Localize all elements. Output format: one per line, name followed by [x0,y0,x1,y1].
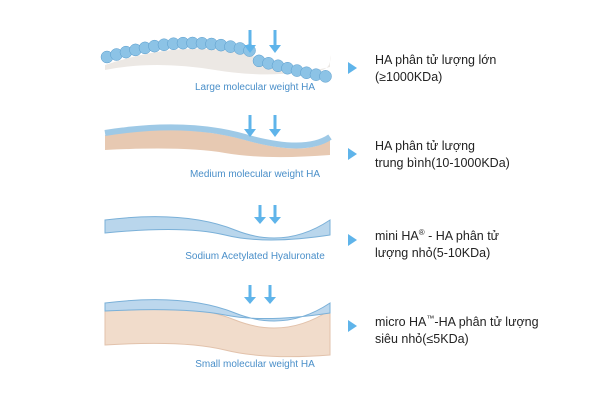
caption-medium: Medium molecular weight HA [189,169,321,180]
item-text: lượng nhỏ(5-10KDa) [375,246,491,261]
triangle-bullet-icon [348,148,357,160]
triangle-bullet-icon [348,234,357,246]
small-ha-illustration [104,285,331,358]
large-ha-illustration [100,30,332,83]
item-text: trung bình(10-1000KDa) [375,156,510,170]
item-text: -HA phân tử lượng [434,315,539,330]
triangle-bullet-icon [348,320,357,332]
item-text: (≥1000KDa) [375,70,443,84]
ha-molecule-bead [319,70,332,83]
triangle-bullet-icon [348,62,357,74]
item-text: HA phân tử lượng lớn [375,53,497,67]
caption-sodium: Sodium Acetylated Hyaluronate [185,251,325,262]
caption-small: Small molecular weight HA [195,359,315,370]
trademark: ™ [426,314,435,323]
registered-mark: ® [418,228,425,237]
caption-large: Large molecular weight HA [194,82,316,93]
item-text: mini HA [375,229,419,244]
item-text: - HA phân tử [424,229,500,244]
medium-ha-illustration [104,115,332,158]
item-text: HA phân tử lượng [375,139,475,153]
item-text: micro HA [375,315,427,330]
item-text: siêu nhỏ(≤5KDa) [375,332,469,347]
sodium-acetylated-ha-illustration [104,205,331,241]
